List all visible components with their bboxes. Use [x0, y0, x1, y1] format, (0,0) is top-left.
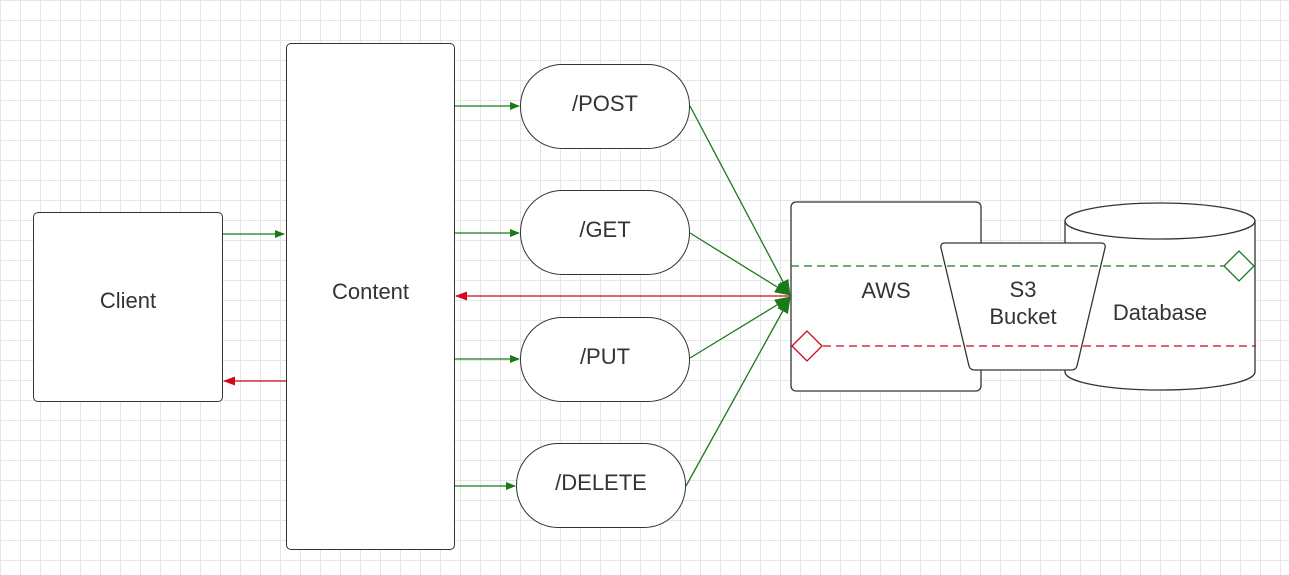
- content-label: Content: [331, 279, 410, 304]
- client-label: Client: [99, 288, 157, 313]
- database-label: Database: [1112, 300, 1208, 325]
- post-endpoint[interactable]: [520, 64, 690, 149]
- put-to-aws-arrow: [689, 296, 791, 359]
- get-to-aws-arrow: [689, 232, 791, 296]
- post-label: /POST: [571, 91, 638, 116]
- green-diamond-marker: [1223, 250, 1255, 282]
- s3-label-line2: Bucket: [989, 304, 1057, 329]
- delete-endpoint[interactable]: [516, 443, 686, 528]
- s3-label-line1: S3: [1009, 277, 1037, 302]
- post-to-aws-arrow: [689, 105, 791, 296]
- get-endpoint[interactable]: [520, 190, 690, 275]
- content-box[interactable]: [286, 43, 455, 550]
- delete-label: /DELETE: [555, 470, 647, 495]
- get-label: /GET: [579, 217, 631, 242]
- aws-label: AWS: [861, 278, 911, 303]
- delete-to-aws-arrow: [685, 297, 791, 487]
- put-endpoint[interactable]: [520, 317, 690, 402]
- red-diamond-marker: [791, 330, 823, 362]
- put-label: /PUT: [579, 344, 631, 369]
- s3-bucket-shape[interactable]: [940, 242, 1106, 371]
- database-cylinder[interactable]: [1064, 202, 1256, 391]
- client-box[interactable]: [33, 212, 223, 402]
